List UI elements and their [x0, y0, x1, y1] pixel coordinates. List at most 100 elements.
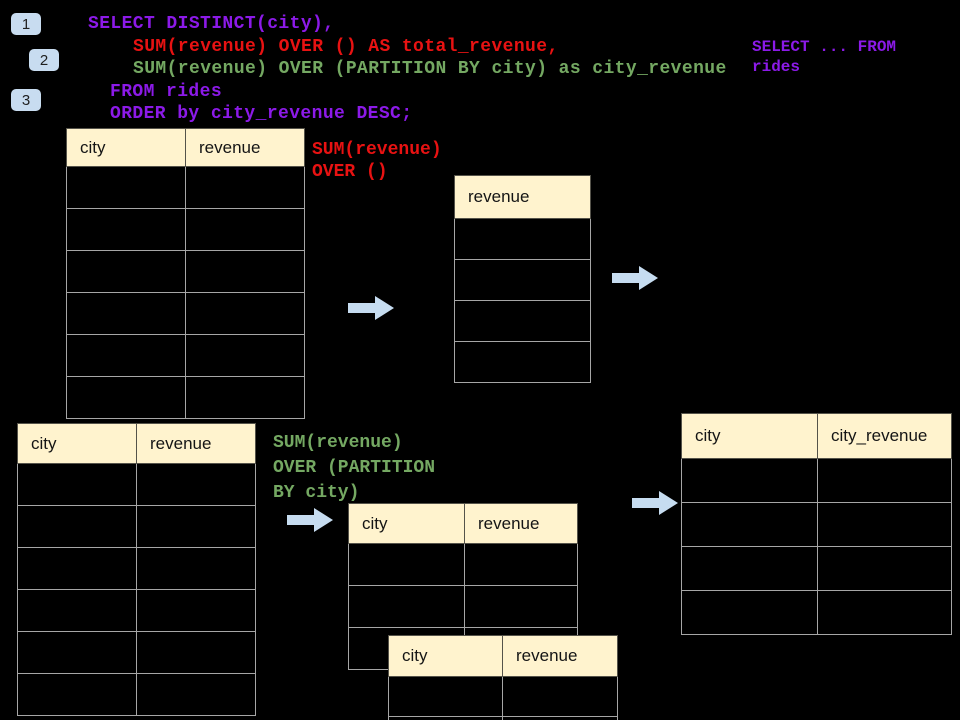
empty-cell — [185, 166, 305, 209]
table-row — [17, 631, 256, 674]
empty-cell — [17, 589, 137, 632]
table-row — [454, 341, 591, 383]
empty-cell — [348, 585, 465, 628]
table-header-row: city revenue — [66, 128, 305, 167]
empty-cell — [502, 716, 618, 720]
empty-cell — [817, 502, 952, 547]
empty-cell — [464, 585, 578, 628]
table-row — [17, 589, 256, 632]
table-partition-result-overlay: city revenue — [388, 635, 618, 720]
table-row — [681, 502, 952, 547]
empty-cell — [66, 208, 186, 251]
table-row — [348, 543, 578, 586]
empty-cell — [185, 376, 305, 419]
empty-cell — [136, 589, 256, 632]
table-row — [17, 673, 256, 716]
empty-cell — [17, 463, 137, 506]
empty-cell — [66, 292, 186, 335]
empty-cell — [817, 546, 952, 591]
table-total-revenue: revenue — [454, 175, 591, 383]
arrow-right-icon — [632, 491, 678, 515]
table-row — [681, 590, 952, 635]
empty-cell — [17, 505, 137, 548]
empty-cell — [136, 631, 256, 674]
sql-line-order-by: ORDER by city_revenue DESC; — [110, 104, 413, 124]
step-badge-2: 2 — [29, 49, 59, 71]
empty-cell — [681, 590, 818, 635]
arrow-right-icon — [612, 266, 658, 290]
table-row — [17, 463, 256, 506]
empty-cell — [817, 458, 952, 503]
table-row — [66, 250, 305, 293]
from-note-line1: SELECT ... FROM — [752, 38, 897, 56]
empty-cell — [17, 631, 137, 674]
column-header-city: city — [388, 635, 503, 677]
column-header-city-revenue: city_revenue — [817, 413, 952, 459]
step-badge-3: 3 — [11, 89, 41, 111]
table-header-row: city revenue — [348, 503, 578, 544]
table-row — [66, 208, 305, 251]
table-source-top: city revenue — [66, 128, 305, 419]
table-row — [348, 585, 578, 628]
empty-cell — [66, 250, 186, 293]
column-header-city: city — [348, 503, 465, 544]
empty-cell — [66, 334, 186, 377]
table-row — [66, 292, 305, 335]
empty-cell — [185, 250, 305, 293]
table-city-revenue-result: city city_revenue — [681, 413, 952, 635]
column-header-revenue: revenue — [136, 423, 256, 464]
total-label-line2: OVER () — [312, 162, 388, 182]
table-row — [681, 458, 952, 503]
empty-cell — [185, 334, 305, 377]
sql-line-partition: SUM(revenue) OVER (PARTITION BY city) as… — [133, 59, 727, 79]
empty-cell — [348, 543, 465, 586]
table-row — [66, 334, 305, 377]
empty-cell — [388, 676, 503, 717]
table-header-row: city revenue — [17, 423, 256, 464]
table-row — [454, 218, 591, 260]
sql-line-from: FROM rides — [110, 82, 223, 102]
empty-cell — [136, 463, 256, 506]
total-revenue-label: SUM(revenue)OVER () — [312, 139, 442, 183]
partition-label-line1: SUM(revenue) — [273, 433, 403, 453]
arrow-right-icon — [287, 508, 333, 532]
empty-cell — [681, 458, 818, 503]
empty-cell — [17, 547, 137, 590]
column-header-revenue: revenue — [502, 635, 618, 677]
from-rides-note: SELECT ... FROM rides — [752, 37, 896, 77]
column-header-city: city — [681, 413, 818, 459]
column-header-city: city — [66, 128, 186, 167]
empty-cell — [454, 300, 591, 342]
from-note-line2: rides — [752, 58, 801, 76]
partition-label-line2: OVER (PARTITION — [273, 458, 436, 478]
table-row — [17, 547, 256, 590]
column-header-revenue: revenue — [464, 503, 578, 544]
empty-cell — [454, 259, 591, 301]
empty-cell — [817, 590, 952, 635]
empty-cell — [185, 208, 305, 251]
column-header-revenue: revenue — [185, 128, 305, 167]
column-header-city: city — [17, 423, 137, 464]
empty-cell — [502, 676, 618, 717]
empty-cell — [136, 673, 256, 716]
empty-cell — [136, 547, 256, 590]
empty-cell — [681, 546, 818, 591]
empty-cell — [136, 505, 256, 548]
total-label-line1: SUM(revenue) — [312, 140, 442, 160]
empty-cell — [17, 673, 137, 716]
table-row — [681, 546, 952, 591]
table-header-row: city city_revenue — [681, 413, 952, 459]
empty-cell — [388, 716, 503, 720]
table-row — [454, 300, 591, 342]
table-row — [454, 259, 591, 301]
table-source-bottom: city revenue — [17, 423, 256, 716]
empty-cell — [454, 341, 591, 383]
sql-line-select: SELECT DISTINCT(city), — [88, 14, 335, 34]
arrow-right-icon — [348, 296, 394, 320]
empty-cell — [464, 543, 578, 586]
table-row — [17, 505, 256, 548]
empty-cell — [185, 292, 305, 335]
empty-cell — [681, 502, 818, 547]
